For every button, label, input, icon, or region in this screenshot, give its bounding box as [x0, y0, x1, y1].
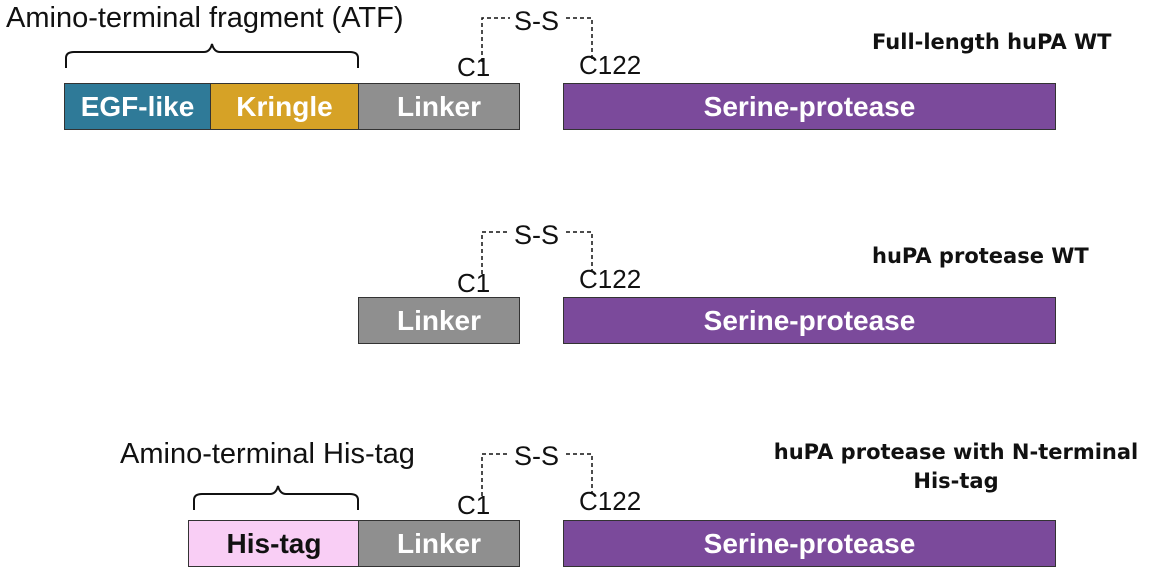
disulfide-bond-lines	[481, 17, 593, 62]
disulfide-bond-lines	[481, 231, 593, 274]
his-tag-bracket	[193, 485, 359, 510]
disulfide-label: S-S	[514, 220, 560, 250]
row3-title-line2: His-tag	[913, 469, 999, 494]
his-tag-domain: His-tag	[188, 520, 360, 567]
cysteine-c122-label: C122	[579, 50, 642, 80]
kringle-domain: Kringle	[210, 83, 359, 130]
cysteine-c1-label: C1	[457, 52, 491, 82]
row1-title: Full-length huPA WT	[872, 30, 1112, 54]
cysteine-c122-label: C122	[579, 486, 642, 516]
his-tag-bracket-label: Amino-terminal His-tag	[120, 438, 415, 470]
serine-protease-domain: Serine-protease	[563, 83, 1056, 130]
egf-like-domain: EGF-like	[64, 83, 211, 130]
cysteine-c1-label: C1	[457, 490, 491, 520]
cysteine-c122-label: C122	[579, 264, 642, 294]
row2-title: huPA protease WT	[872, 244, 1089, 268]
disulfide-bond-lines	[481, 453, 593, 496]
linker-domain: Linker	[358, 520, 520, 567]
atf-bracket	[65, 43, 359, 68]
disulfide-label: S-S	[514, 6, 560, 36]
cysteine-c1-label: C1	[457, 268, 491, 298]
linker-domain: Linker	[358, 297, 520, 344]
row3-title: huPA protease with N-terminal His-tag	[756, 438, 1156, 497]
disulfide-label: S-S	[514, 441, 560, 471]
linker-domain: Linker	[358, 83, 520, 130]
serine-protease-domain: Serine-protease	[563, 520, 1056, 567]
row3-title-line1: huPA protease with N-terminal	[773, 440, 1139, 464]
serine-protease-domain: Serine-protease	[563, 297, 1056, 344]
atf-label: Amino-terminal fragment (ATF)	[6, 2, 404, 34]
